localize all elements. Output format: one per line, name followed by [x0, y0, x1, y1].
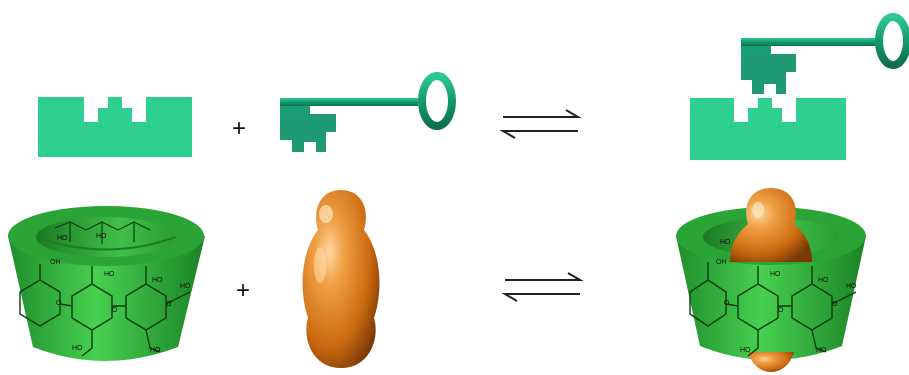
cyclodextrin-cone-icon: HO HO HO HO HO HO HO O O O OH [8, 206, 205, 361]
complex-label-ho-4: HO [846, 283, 857, 290]
complex-label-ho-2: HO [770, 271, 781, 278]
complex-label-oh-1: OH [716, 259, 727, 266]
cd-label-ho-2: HO [96, 233, 107, 240]
cd-label-ho-3: HO [104, 271, 115, 278]
cd-label-ho-7: HO [150, 347, 161, 354]
cd-label-o-3: O [166, 301, 172, 308]
complex-label-ho-5: HO [740, 347, 751, 354]
complex-label-o-3: O [832, 301, 838, 308]
equilibrium-arrows-row2 [501, 272, 584, 302]
complex-label-ho-1: HO [720, 239, 731, 246]
cd-label-oh-1: OH [50, 259, 61, 266]
cd-label-ho-1: HO [57, 235, 68, 242]
peanut-guest-icon [302, 190, 380, 368]
complex-label-o-1: O [724, 300, 730, 307]
plus-operator-row2: + [236, 277, 250, 304]
equilibrium-arrows-row1 [499, 109, 582, 139]
plus-operator-row1: + [232, 115, 246, 142]
complex-label-o-2: O [778, 307, 784, 314]
complex-label-ho-6: HO [816, 347, 827, 354]
key-icon [280, 72, 456, 152]
cd-label-o-2: O [112, 307, 118, 314]
cd-label-o-1: O [56, 300, 62, 307]
key-in-lock-icon [690, 13, 909, 160]
cd-label-ho-5: HO [180, 283, 191, 290]
complex-label-ho-3: HO [818, 277, 829, 284]
cd-label-ho-6: HO [72, 345, 83, 352]
inclusion-complex-icon: HO HO HO HO HO HO O O O OH [676, 188, 866, 372]
lock-block-icon [38, 97, 192, 157]
cd-label-ho-4: HO [152, 277, 163, 284]
